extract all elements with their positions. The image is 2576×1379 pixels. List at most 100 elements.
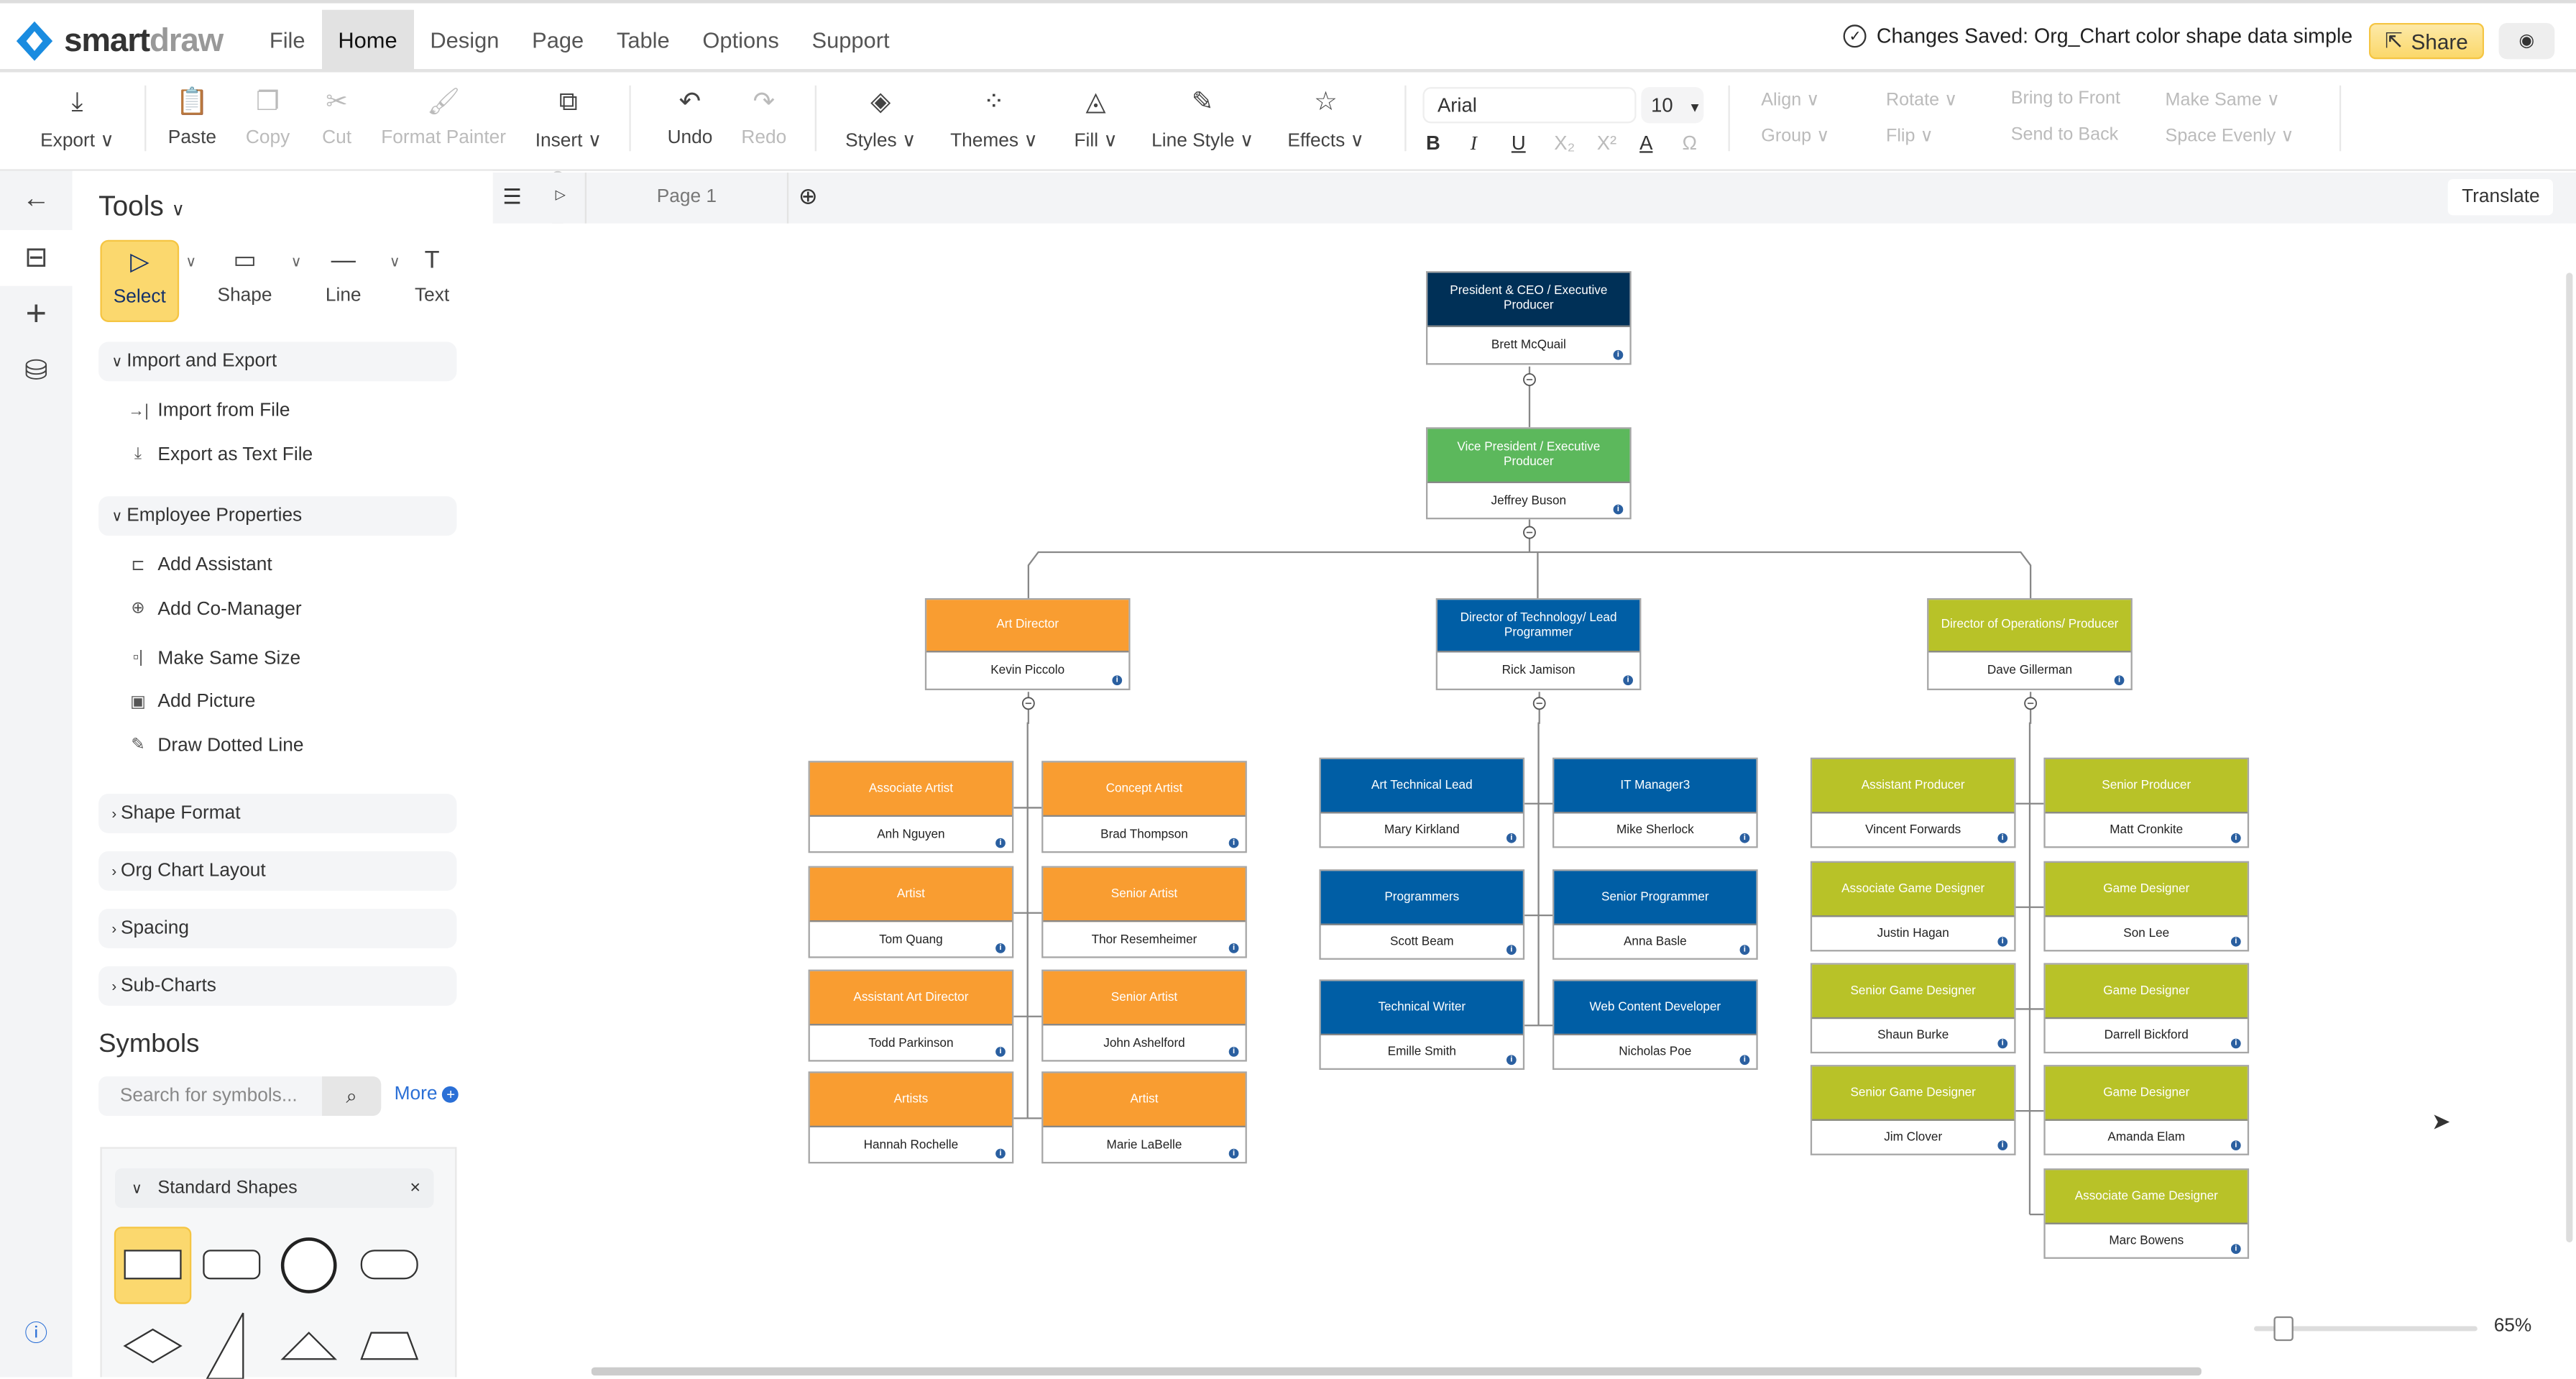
- info-icon[interactable]: i: [1613, 504, 1624, 515]
- info-icon[interactable]: i: [1997, 936, 2008, 947]
- smartdraw-logo[interactable]: smartdraw: [13, 19, 224, 62]
- library-header[interactable]: ∨Standard Shapes×: [114, 1168, 434, 1208]
- info-icon[interactable]: i: [1613, 349, 1624, 360]
- text-color-button[interactable]: A: [1639, 131, 1653, 155]
- info-icon[interactable]: i: [1506, 945, 1517, 955]
- info-icon[interactable]: i: [1112, 675, 1123, 686]
- redo-button[interactable]: ↷Redo: [698, 86, 829, 147]
- trapezoid-shape[interactable]: [360, 1332, 419, 1360]
- themes-button[interactable]: ⁘Themes ∨: [928, 86, 1059, 151]
- plus-icon[interactable]: +: [25, 292, 47, 334]
- pill-shape[interactable]: [360, 1250, 418, 1280]
- info-icon[interactable]: i: [1506, 833, 1517, 843]
- paste-button[interactable]: 📋Paste: [126, 86, 258, 147]
- space-evenly-button[interactable]: Space Evenly ∨: [2165, 126, 2294, 147]
- symbol-search-input[interactable]: Search for symbols...: [98, 1076, 322, 1116]
- export-button[interactable]: ⤓Export ∨: [12, 86, 143, 151]
- flip-button[interactable]: Flip ∨: [1885, 126, 1933, 147]
- item-add-co-manager[interactable]: ⊕Add Co-Manager: [128, 599, 301, 618]
- info-icon[interactable]: i: [1623, 675, 1633, 686]
- chevron-down-icon[interactable]: ∨: [290, 252, 302, 270]
- zoom-slider-handle[interactable]: [2273, 1316, 2294, 1342]
- info-icon[interactable]: i: [1997, 833, 2008, 843]
- database-icon[interactable]: ⛁: [24, 354, 48, 387]
- bring-to-front-button[interactable]: Bring to Front: [2010, 88, 2121, 109]
- more-symbols-link[interactable]: More +: [395, 1085, 459, 1104]
- item-add-picture[interactable]: ▣Add Picture: [128, 692, 255, 711]
- info-icon[interactable]: i: [1228, 1148, 1239, 1159]
- special-character-button[interactable]: Ω: [1682, 131, 1698, 155]
- tool-shape[interactable]: ▭Shape: [206, 240, 285, 322]
- close-icon[interactable]: ×: [410, 1178, 421, 1199]
- section-shape-format[interactable]: › Shape Format: [98, 793, 457, 833]
- item-add-assistant[interactable]: ⊏Add Assistant: [128, 556, 272, 575]
- italic-button[interactable]: I: [1470, 131, 1477, 155]
- info-icon[interactable]: i: [995, 943, 1006, 953]
- share-button[interactable]: ⇱Share: [2368, 22, 2484, 60]
- align-button[interactable]: Align ∨: [1761, 90, 1820, 111]
- make-same-button[interactable]: Make Same ∨: [2165, 90, 2281, 111]
- info-icon[interactable]: i: [2230, 936, 2241, 947]
- info-icon[interactable]: i: [2230, 1140, 2241, 1150]
- info-icon[interactable]: i: [2230, 833, 2241, 843]
- section-spacing[interactable]: › Spacing: [98, 908, 457, 948]
- zoom-slider[interactable]: [2253, 1326, 2478, 1332]
- section-org-chart-layout[interactable]: › Org Chart Layout: [98, 851, 457, 891]
- tab-page-1[interactable]: Page 1: [584, 172, 789, 224]
- item-make-same-size[interactable]: ▫|Make Same Size: [128, 649, 300, 668]
- translate-button[interactable]: Translate: [2448, 179, 2553, 216]
- menu-file[interactable]: File: [269, 27, 305, 53]
- section-employee-properties[interactable]: ∨ Employee Properties: [98, 496, 457, 536]
- menu-page[interactable]: Page: [532, 27, 584, 53]
- underline-button[interactable]: U: [1511, 131, 1526, 155]
- copy-button[interactable]: ❐Copy: [202, 86, 334, 147]
- play-icon[interactable]: ▷: [555, 187, 566, 203]
- info-icon[interactable]: i: [1739, 1055, 1750, 1066]
- info-icon[interactable]: i: [1228, 1046, 1239, 1057]
- menu-support[interactable]: Support: [811, 27, 890, 53]
- superscript-button[interactable]: X²: [1596, 131, 1617, 155]
- chevron-down-icon[interactable]: ∨: [185, 252, 197, 270]
- format-painter-button[interactable]: 🖌Format Painter: [378, 86, 510, 147]
- triangle-right-shape[interactable]: [206, 1312, 244, 1379]
- info-icon[interactable]: i: [2230, 1038, 2241, 1049]
- font-size-select[interactable]: 10 ▼: [1641, 87, 1704, 124]
- info-icon[interactable]: i: [1739, 945, 1750, 955]
- info-icon[interactable]: i: [1506, 1055, 1517, 1066]
- insert-button[interactable]: ⧉Insert ∨: [502, 86, 634, 151]
- circle-shape[interactable]: [280, 1237, 337, 1293]
- menu-design[interactable]: Design: [430, 27, 500, 53]
- info-icon[interactable]: i: [1997, 1140, 2008, 1150]
- item-draw-dotted-line[interactable]: ✎Draw Dotted Line: [128, 736, 303, 755]
- horizontal-scrollbar[interactable]: [591, 1367, 2202, 1376]
- item-export-as-text-file[interactable]: ⤓Export as Text File: [128, 444, 313, 464]
- diamond-shape[interactable]: [123, 1328, 183, 1364]
- send-to-back-button[interactable]: Send to Back: [2010, 124, 2119, 145]
- info-icon[interactable]: i: [1228, 943, 1239, 953]
- menu-table[interactable]: Table: [616, 27, 670, 53]
- info-icon[interactable]: i: [1739, 833, 1750, 843]
- toolbox-icon[interactable]: ⊟: [0, 229, 73, 286]
